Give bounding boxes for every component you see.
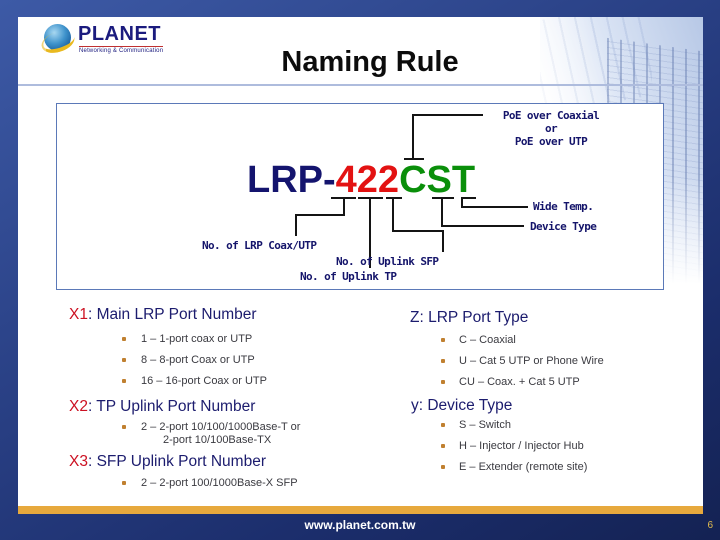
section-x2-key: X2 [69, 398, 88, 415]
device-type-line-v [441, 199, 443, 227]
footer-gold-bar [18, 506, 703, 514]
planet-logo: PLANET Networking & Communication [38, 20, 192, 68]
bullet-icon [122, 425, 126, 429]
naming-diagram-box [56, 103, 664, 290]
uplink-tp-line [369, 199, 371, 268]
underline-digit-4 [331, 197, 356, 199]
uplink-sfp-line-v2 [442, 230, 444, 252]
z-item-2: U – Cat 5 UTP or Phone Wire [459, 355, 604, 367]
logo-tagline: Networking & Communication [79, 46, 164, 54]
section-y-title: : Device Type [418, 397, 513, 414]
lrp-coax-line-v2 [295, 214, 297, 236]
poe-callout-horizontal-line [412, 114, 483, 116]
bullet-icon [441, 338, 445, 342]
x1-item-1: 1 – 1-port coax or UTP [141, 333, 253, 345]
x2-item-1-line1: 2 – 2-port 10/100/1000Base-T or [141, 421, 301, 433]
bullet-icon [441, 380, 445, 384]
section-x2-title: : TP Uplink Port Number [87, 398, 256, 415]
device-type-line-h [441, 225, 524, 227]
bullet-icon [441, 465, 445, 469]
section-x2-heading: X2: TP Uplink Port Number [69, 398, 255, 416]
wide-temp-line-h [461, 206, 528, 208]
section-y-heading: y: Device Type [411, 397, 512, 415]
underline-letter-s [432, 197, 454, 199]
x1-item-2: 8 – 8-port Coax or UTP [141, 354, 255, 366]
product-port-numbers: 422 [335, 159, 400, 201]
section-x1-key: X1 [69, 306, 88, 323]
section-z-key: Z [410, 309, 420, 326]
z-item-1: C – Coaxial [459, 334, 516, 346]
poe-label-line1: PoE over Coaxial [502, 109, 600, 122]
lrp-coax-label: No. of LRP Coax/UTP [202, 239, 317, 252]
bullet-icon [122, 358, 126, 362]
product-model-text: LRP-422CST [247, 160, 475, 200]
slide-title: Naming Rule [281, 46, 459, 78]
section-x1-heading: X1: Main LRP Port Number [69, 306, 257, 324]
z-item-3: CU – Coax. + Cat 5 UTP [459, 376, 580, 388]
y-item-1: S – Switch [459, 419, 511, 431]
section-z-heading: Z: LRP Port Type [410, 309, 528, 327]
poe-label-line2: or [544, 122, 558, 135]
x2-item-1-line2: 2-port 10/100Base-TX [163, 434, 272, 446]
uplink-sfp-line-v1 [392, 199, 394, 232]
y-item-3: E – Extender (remote site) [459, 461, 588, 473]
x3-item-1: 2 – 2-port 100/1000Base-X SFP [141, 477, 298, 489]
product-type-code: CST [399, 159, 476, 201]
wide-temp-line-v [461, 199, 463, 208]
overline-c [404, 158, 424, 160]
uplink-tp-label: No. of Uplink TP [300, 270, 397, 283]
uplink-sfp-label: No. of Uplink SFP [336, 255, 439, 268]
x1-item-3: 16 – 16-port Coax or UTP [141, 375, 267, 387]
underline-letter-t [461, 197, 476, 199]
bullet-icon [441, 444, 445, 448]
lrp-coax-line-v1 [343, 199, 345, 216]
bullet-icon [122, 481, 126, 485]
section-y-key: y [411, 397, 419, 414]
bullet-icon [122, 337, 126, 341]
section-z-title: : LRP Port Type [419, 309, 529, 326]
bullet-icon [441, 359, 445, 363]
section-x1-title: : Main LRP Port Number [87, 306, 257, 323]
poe-label-line3: PoE over UTP [514, 135, 588, 148]
bullet-icon [441, 423, 445, 427]
section-x3-heading: X3: SFP Uplink Port Number [69, 453, 266, 471]
footer-url: www.planet.com.tw [304, 518, 416, 532]
product-prefix: LRP- [247, 159, 336, 201]
logo-brand-text: PLANET [78, 23, 161, 45]
y-item-2: H – Injector / Injector Hub [459, 440, 584, 452]
underline-digit-2a [358, 197, 383, 199]
title-divider-line [18, 84, 703, 86]
page-number: 6 [707, 520, 713, 531]
poe-label: PoE over Coaxial or PoE over UTP [487, 109, 615, 148]
section-x3-key: X3 [69, 453, 88, 470]
uplink-sfp-line-h [392, 230, 444, 232]
underline-digit-2b [386, 197, 402, 199]
wide-temp-label: Wide Temp. [533, 200, 594, 213]
planet-globe-icon [44, 24, 71, 51]
device-type-label: Device Type [530, 220, 597, 233]
section-x3-title: : SFP Uplink Port Number [87, 453, 266, 470]
bullet-icon [122, 379, 126, 383]
poe-callout-vertical-line [412, 115, 414, 160]
lrp-coax-line-h [295, 214, 345, 216]
